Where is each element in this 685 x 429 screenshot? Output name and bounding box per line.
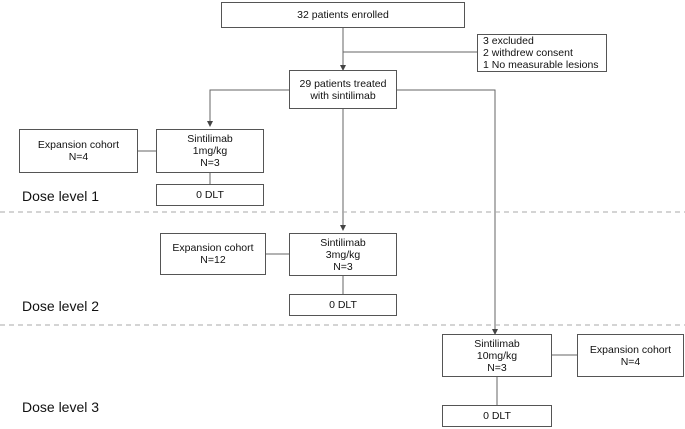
level3-dose-line-3: N=3 <box>487 361 507 374</box>
excluded-line-3: 1 No measurable lesions <box>483 59 599 71</box>
level3-dose-line-1: Sintilimab <box>474 337 520 350</box>
dose-level-3-label: Dose level 3 <box>22 399 100 415</box>
level1-dose-line-3: N=3 <box>200 157 220 169</box>
level2-dose-line-2: 3mg/kg <box>325 248 361 261</box>
enrolled-text: 32 patients enrolled <box>297 9 389 21</box>
treated-box: 29 patients treated with sintilimab <box>289 70 397 109</box>
treated-line-1: 29 patients treated <box>299 77 387 90</box>
level1-dlt-text: 0 DLT <box>196 189 224 201</box>
level2-dose-line-3: N=3 <box>333 260 353 273</box>
level3-dose-line-2: 10mg/kg <box>476 349 518 362</box>
level3-expansion-box: Expansion cohort N=4 <box>577 334 684 377</box>
level2-dose-box: Sintilimab 3mg/kg N=3 <box>289 233 397 276</box>
level2-expansion-line-1: Expansion cohort <box>172 242 254 254</box>
excluded-box: 3 excluded 2 withdrew consent 1 No measu… <box>477 34 607 72</box>
excluded-line-2: 2 withdrew consent <box>483 47 573 59</box>
excluded-line-1: 3 excluded <box>483 35 534 47</box>
level1-dose-box: Sintilimab 1mg/kg N=3 <box>156 129 264 173</box>
dose-level-2-label: Dose level 2 <box>22 298 100 314</box>
level3-expansion-line-1: Expansion cohort <box>589 343 672 356</box>
level2-dlt-text: 0 DLT <box>329 299 357 311</box>
connector-treated-level1 <box>207 89 289 127</box>
treated-line-2: with sintilimab <box>310 89 376 102</box>
level3-dose-box: Sintilimab 10mg/kg N=3 <box>442 334 552 377</box>
level1-dose-line-2: 1mg/kg <box>192 145 228 157</box>
level2-dlt-box: 0 DLT <box>289 294 397 316</box>
connector-treated-level3 <box>397 89 498 335</box>
level1-expansion-line-2: N=4 <box>68 151 89 163</box>
level3-expansion-line-2: N=4 <box>620 355 641 368</box>
level2-dose-line-1: Sintilimab <box>320 236 366 249</box>
level1-dose-line-1: Sintilimab <box>187 133 233 145</box>
level2-expansion-line-2: N=12 <box>200 254 226 266</box>
level1-expansion-line-1: Expansion cohort <box>37 139 120 151</box>
level3-dlt-box: 0 DLT <box>442 405 552 427</box>
level3-dlt-text: 0 DLT <box>483 410 511 422</box>
enrolled-box: 32 patients enrolled <box>221 2 465 28</box>
dose-level-1-label: Dose level 1 <box>22 188 100 204</box>
level2-expansion-box: Expansion cohort N=12 <box>160 233 266 275</box>
level1-dlt-box: 0 DLT <box>156 184 264 206</box>
level1-expansion-box: Expansion cohort N=4 <box>19 129 138 173</box>
